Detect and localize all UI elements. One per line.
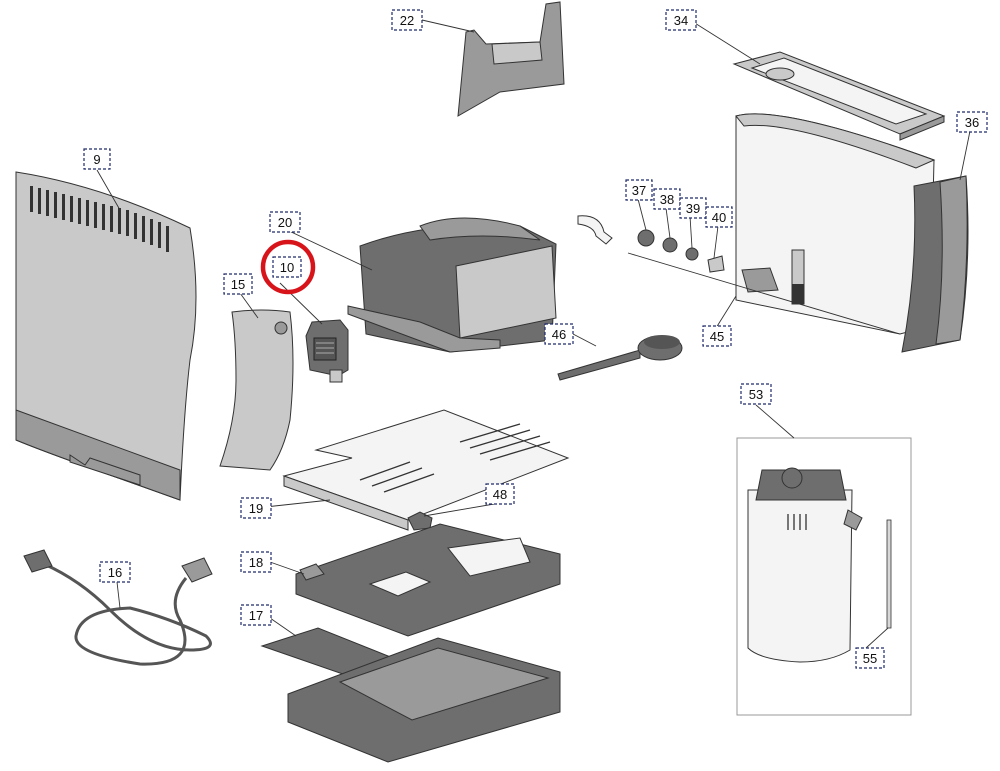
callout-36-text: 36 (965, 115, 979, 130)
callout-53: 53 (740, 383, 772, 405)
callout-15-text: 15 (231, 277, 245, 292)
part-17-drip-tray (260, 627, 561, 763)
callout-37: 37 (625, 179, 653, 201)
callout-48: 48 (485, 483, 515, 505)
part-10-component (305, 319, 349, 383)
callout-48-text: 48 (493, 487, 507, 502)
callout-40: 40 (705, 206, 733, 228)
callout-34: 34 (665, 9, 697, 31)
callout-34-text: 34 (674, 13, 688, 28)
callout-17-text: 17 (249, 608, 263, 623)
callout-17: 17 (240, 604, 272, 626)
part-55-tube (886, 519, 892, 629)
callout-15: 15 (223, 273, 253, 295)
callout-18-text: 18 (249, 555, 263, 570)
callout-16-text: 16 (108, 565, 122, 580)
callout-36: 36 (956, 111, 988, 133)
callout-55-text: 55 (863, 651, 877, 666)
callout-37-text: 37 (632, 183, 646, 198)
callout-20-text: 20 (278, 215, 292, 230)
callout-38: 38 (653, 188, 681, 210)
leader-lines (96, 19, 971, 649)
part-20-grounds-container (347, 217, 557, 353)
callout-45-text: 45 (710, 329, 724, 344)
callout-19-text: 19 (249, 501, 263, 516)
part-53-milk-carafe-box (736, 437, 912, 716)
callout-45: 45 (702, 325, 732, 347)
callout-16: 16 (99, 561, 131, 583)
callout-55: 55 (855, 647, 885, 669)
highlight-circle (260, 239, 316, 295)
part-18-tray-frame (295, 523, 561, 637)
callout-18: 18 (240, 551, 272, 573)
callout-10: 10 (272, 256, 302, 278)
callout-53-text: 53 (749, 387, 763, 402)
part-37-40-fittings (577, 215, 725, 273)
callout-39: 39 (679, 197, 707, 219)
callout-9-text: 9 (93, 152, 100, 167)
callout-22: 22 (391, 9, 423, 31)
part-15-front-panel (219, 309, 294, 471)
part-9-side-panel (15, 171, 197, 501)
callout-40-text: 40 (712, 210, 726, 225)
callout-20: 20 (269, 211, 301, 233)
part-46-scoop (557, 335, 683, 381)
part-36-tank-side (901, 175, 969, 353)
callout-22-text: 22 (400, 13, 414, 28)
part-34-tank-lid (732, 51, 946, 141)
callout-46-text: 46 (552, 327, 566, 342)
callout-9: 9 (83, 148, 111, 170)
callout-10-text: 10 (280, 260, 294, 275)
part-45-water-tank (735, 113, 936, 335)
part-19-tray-grid (282, 409, 570, 531)
callout-19: 19 (240, 497, 272, 519)
part-48-clip (407, 511, 433, 531)
part-22-lid (457, 1, 565, 117)
callout-39-text: 39 (686, 201, 700, 216)
callout-46: 46 (544, 323, 574, 345)
part-16-power-cord (23, 549, 213, 666)
callout-38-text: 38 (660, 192, 674, 207)
